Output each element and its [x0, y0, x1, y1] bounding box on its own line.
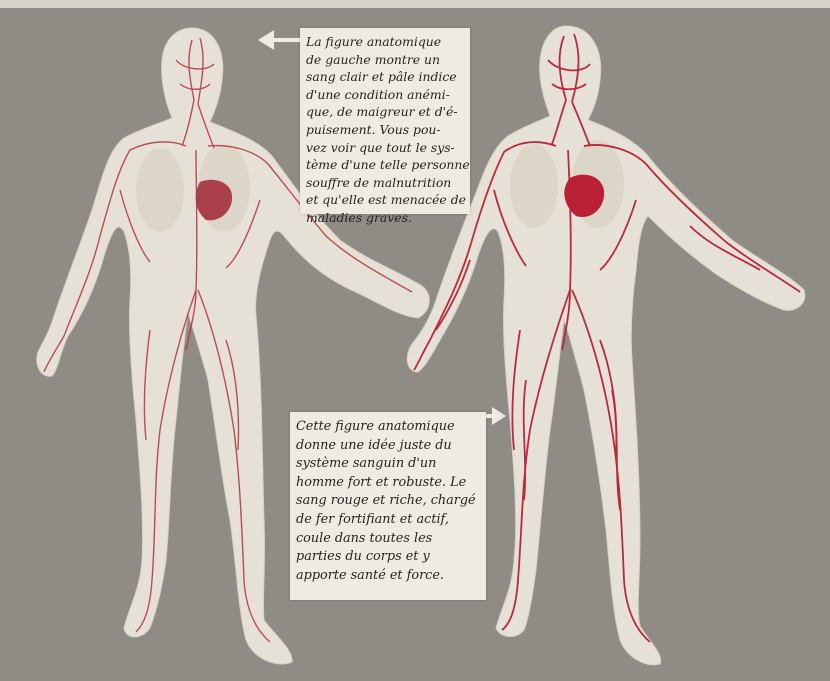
caption-line: vez voir que tout le sys-	[306, 139, 464, 157]
caption-line: sang rouge et riche, chargé	[296, 492, 480, 511]
caption-line: système sanguin d'un	[296, 455, 480, 474]
caption-line: donne une idée juste du	[296, 437, 480, 456]
caption-line: Cette figure anatomique	[296, 418, 480, 437]
caption-line: coule dans toutes les	[296, 530, 480, 549]
caption-line: parties du corps et y	[296, 548, 480, 567]
caption-line: sang clair et pâle indice	[306, 68, 464, 86]
caption-line: puisement. Vous pou-	[306, 121, 464, 139]
caption-line: de gauche montre un	[306, 51, 464, 69]
caption-line: et qu'elle est menacée de	[306, 191, 464, 209]
caption-line: La figure anatomique	[306, 33, 464, 51]
caption-line: d'une condition anémi-	[306, 86, 464, 104]
caption-pale-figure: La figure anatomique de gauche montre un…	[300, 28, 470, 214]
caption-line: maladies graves.	[306, 209, 464, 227]
caption-line: souffre de malnutrition	[306, 174, 464, 192]
caption-robust-figure: Cette figure anatomique donne une idée j…	[290, 412, 486, 600]
caption-line: de fer fortifiant et actif,	[296, 511, 480, 530]
caption-line: apporte santé et force.	[296, 567, 480, 586]
caption-line: que, de maigreur et d'é-	[306, 103, 464, 121]
caption-line: homme fort et robuste. Le	[296, 474, 480, 493]
caption-line: tème d'une telle personne	[306, 156, 464, 174]
